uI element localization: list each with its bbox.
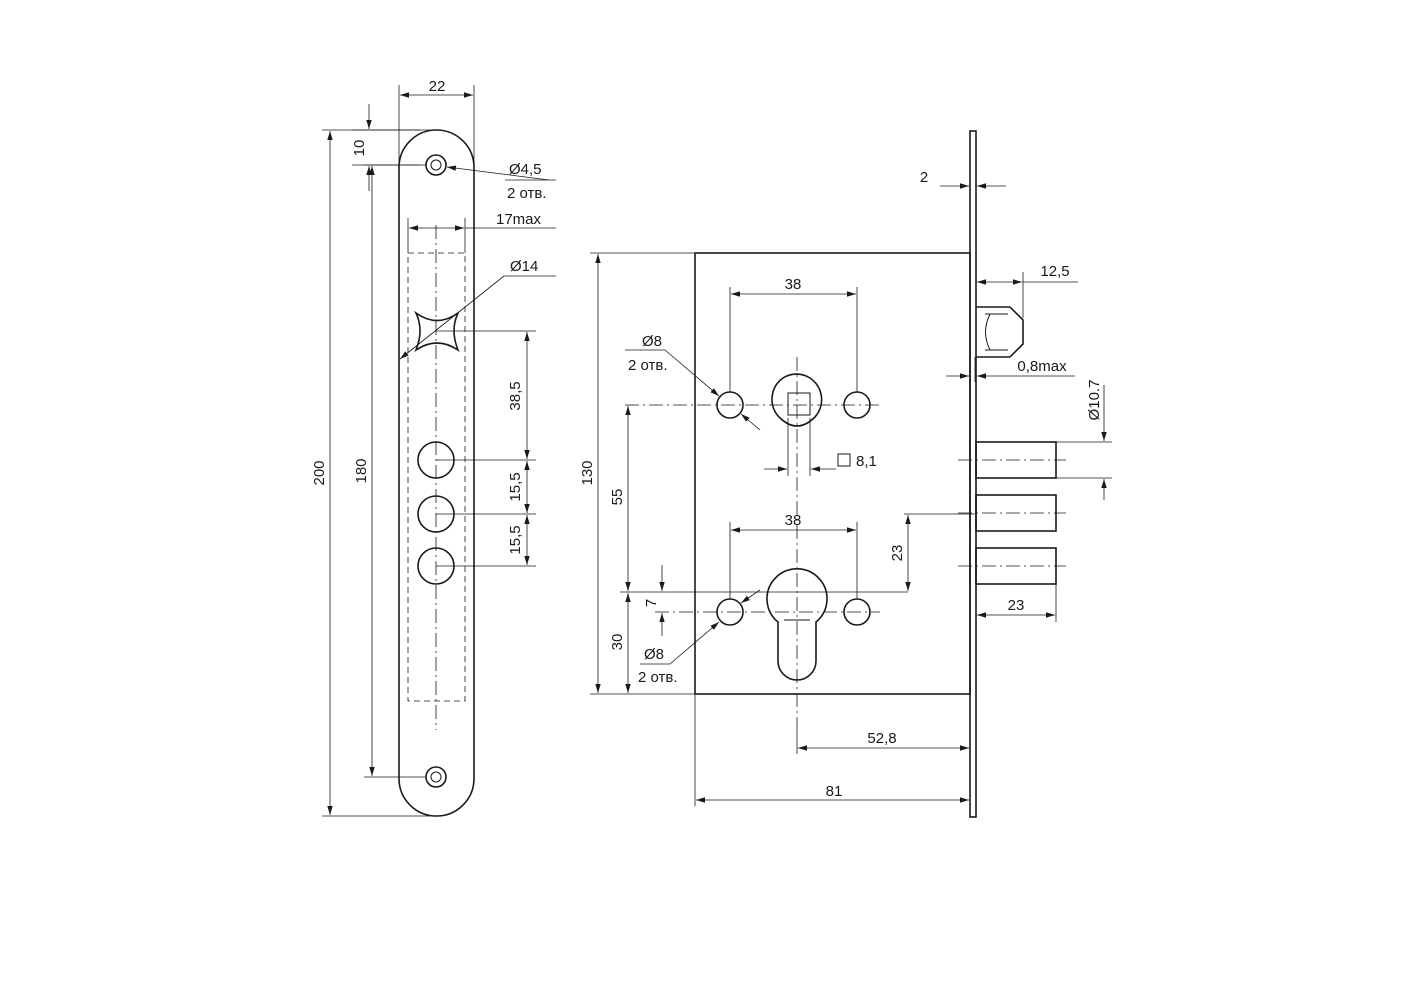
dim-spindle-to-cylinder: 55 xyxy=(609,489,626,506)
dim-body-depth: 81 xyxy=(826,783,843,800)
dim-spacing-15-5-a: 15,5 xyxy=(507,472,524,501)
dim-faceplate-width: 22 xyxy=(429,78,446,95)
square-symbol xyxy=(837,453,851,467)
body-top-holes-diameter: Ø8 xyxy=(642,333,662,350)
body-faceplate-strip xyxy=(969,130,977,818)
dim-faceplate-height: 200 xyxy=(311,460,328,485)
dim-bolt-throw: 23 xyxy=(1008,597,1025,614)
dim-bolt-diameter: Ø10.7 xyxy=(1086,380,1103,421)
dim-latch-projection: 12,5 xyxy=(1040,263,1069,280)
dim-bottom-holes-spacing: 38 xyxy=(785,512,802,529)
dim-spacing-38-5: 38,5 xyxy=(507,381,524,410)
lock-body-view: 2 12,5 0,8max Ø10.7 38 Ø8 2 отв. xyxy=(579,130,1112,818)
dim-bottom-hole-offset: 7 xyxy=(643,599,660,607)
body-bottom-holes-diameter: Ø8 xyxy=(644,646,664,663)
faceplate-screw-count-label: 2 отв. xyxy=(507,185,547,202)
dim-spacing-15-5-b: 15,5 xyxy=(507,525,524,554)
lock-body-outline xyxy=(694,252,971,695)
faceplate-outline xyxy=(398,129,475,817)
faceplate-recess xyxy=(407,252,466,702)
dim-faceplate-thickness: 2 xyxy=(920,169,928,186)
dim-top-holes-spacing: 38 xyxy=(785,276,802,293)
faceplate-spindle-hole xyxy=(413,310,461,353)
dim-square-spindle: 8,1 xyxy=(856,453,877,470)
body-top-holes-count: 2 отв. xyxy=(628,357,668,374)
dim-backset: 52,8 xyxy=(867,730,896,747)
dim-recess-width: 17max xyxy=(496,211,542,228)
dim-latch-gap: 0,8max xyxy=(1017,358,1067,375)
faceplate-screw-hole-bottom xyxy=(425,766,447,788)
dim-cylinder-to-bottom: 30 xyxy=(609,634,626,651)
latch-bolt xyxy=(976,306,1024,358)
faceplate-spindle-hole-label: Ø14 xyxy=(510,258,538,275)
body-bottom-holes-count: 2 отв. xyxy=(638,669,678,686)
cylinder-cutout xyxy=(766,568,828,681)
faceplate-screw-hole-label: Ø4,5 xyxy=(509,161,542,178)
spindle-hub xyxy=(771,373,823,427)
dim-faceplate-top-offset: 10 xyxy=(351,140,368,157)
faceplate-view: 22 10 Ø4,5 2 отв. 17max Ø14 200 180 xyxy=(311,78,556,817)
dim-screw-spacing: 180 xyxy=(353,458,370,483)
faceplate-screw-hole-top xyxy=(425,154,447,176)
dim-bolt-pitch: 23 xyxy=(889,545,906,562)
dim-body-height: 130 xyxy=(579,460,596,485)
